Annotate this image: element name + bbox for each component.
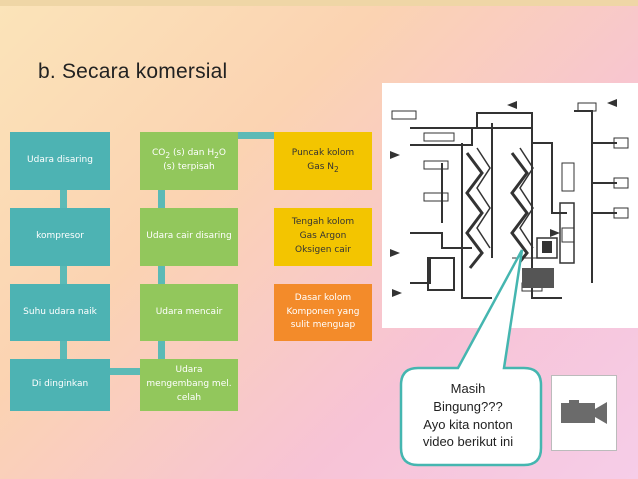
connector-line xyxy=(60,266,67,284)
connector-line xyxy=(158,190,165,208)
top-accent-bar xyxy=(0,0,638,6)
step-udara-disaring: Udara disaring xyxy=(10,132,110,190)
step-label: Tengah kolom xyxy=(291,217,355,228)
slide-title: b. Secara komersial xyxy=(38,60,228,83)
connector-line xyxy=(238,132,274,139)
step-dasar-kolom: Dasar kolom Komponen yang sulit menguap xyxy=(274,284,372,341)
video-play-button[interactable] xyxy=(551,375,617,451)
bubble-shape xyxy=(399,249,543,467)
speech-bubble xyxy=(396,248,546,468)
connector-line xyxy=(158,266,165,284)
step-label: celah xyxy=(176,392,202,403)
step-label: Udara disaring xyxy=(27,155,93,166)
step-label: (s) terpisah xyxy=(163,162,215,173)
step-udara-mencair: Udara mencair xyxy=(140,284,238,341)
step-label: Suhu udara naik xyxy=(23,306,97,317)
co2-h2o-line: CO2 (s) dan H2O xyxy=(151,147,227,160)
step-label: sulit menguap xyxy=(290,320,356,331)
step-label: Oksigen cair xyxy=(295,244,351,255)
step-label: Udara cair disaring xyxy=(146,231,232,242)
step-label: Di dinginkan xyxy=(31,379,89,390)
step-label: Udara mencair xyxy=(155,306,223,317)
step-kompresor: kompresor xyxy=(10,208,110,266)
gas-n2-line: Gas N2 xyxy=(307,161,339,174)
step-label: Komponen yang xyxy=(286,306,360,317)
step-label: Gas Argon xyxy=(299,231,347,242)
step-suhu-udara-naik: Suhu udara naik xyxy=(10,284,110,341)
step-label: Udara xyxy=(175,365,203,376)
bubble-text: Masih Bingung??? Ayo kita nonton video b… xyxy=(401,368,535,463)
step-label: Dasar kolom xyxy=(294,292,352,303)
step-label: Puncak kolom xyxy=(291,147,355,158)
bubble-line: Ayo kita nonton xyxy=(423,416,513,432)
step-label: mengembang mel. xyxy=(146,379,232,390)
step-co2-h2o-terpisah: CO2 (s) dan H2O (s) terpisah xyxy=(140,132,238,190)
connector-line xyxy=(60,341,67,359)
step-udara-cair-disaring: Udara cair disaring xyxy=(140,208,238,266)
step-tengah-kolom: Tengah kolom Gas Argon Oksigen cair xyxy=(274,208,372,266)
video-camera-icon xyxy=(561,400,607,424)
bubble-line: video berikut ini xyxy=(422,434,514,450)
step-di-dinginkan: Di dinginkan xyxy=(10,359,110,411)
connector-line xyxy=(158,341,165,359)
bubble-line: Masih xyxy=(450,381,486,397)
step-puncak-kolom: Puncak kolom Gas N2 xyxy=(274,132,372,190)
schematic-drawing xyxy=(390,99,629,299)
connector-line xyxy=(110,368,140,375)
step-udara-mengembang: Udara mengembang mel. celah xyxy=(140,359,238,411)
step-label: kompresor xyxy=(36,231,84,242)
bubble-line: Bingung??? xyxy=(433,398,503,414)
connector-line xyxy=(60,190,67,208)
